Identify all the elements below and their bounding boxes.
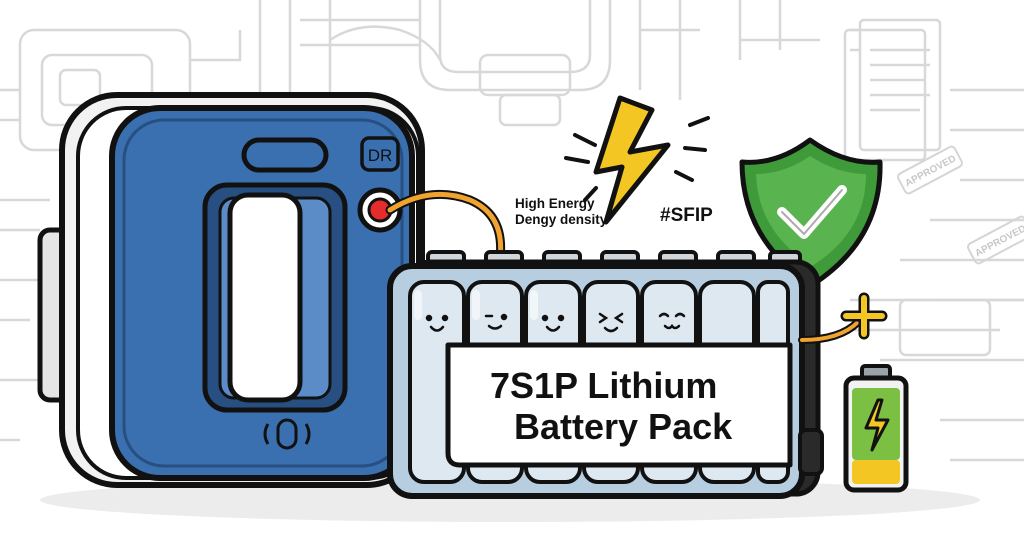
plus-icon xyxy=(840,292,888,340)
approved-stamp: APPROVED xyxy=(966,215,1024,265)
speaker-icon xyxy=(263,418,311,450)
background-line-art xyxy=(0,0,1024,462)
battery-pack: 7S1P Lithium Battery Pack xyxy=(387,250,824,499)
energy-caption-line2: Dengy density xyxy=(515,212,608,227)
lightning-bolt-icon xyxy=(564,95,710,225)
cell-faces xyxy=(425,312,686,333)
pack-title-line1: 7S1P Lithium xyxy=(490,365,717,406)
shield-check-icon xyxy=(739,137,883,288)
pack-label xyxy=(445,342,793,468)
approved-stamp: APPROVED xyxy=(896,145,964,195)
energy-caption-line1: High Energy xyxy=(515,196,595,211)
device-badge: DR xyxy=(368,146,393,165)
hashtag-label: #SFIP xyxy=(660,205,713,226)
pack-title-line2: Battery Pack xyxy=(514,406,733,447)
battery-charge-icon xyxy=(843,364,909,493)
power-device: DR xyxy=(37,92,425,488)
